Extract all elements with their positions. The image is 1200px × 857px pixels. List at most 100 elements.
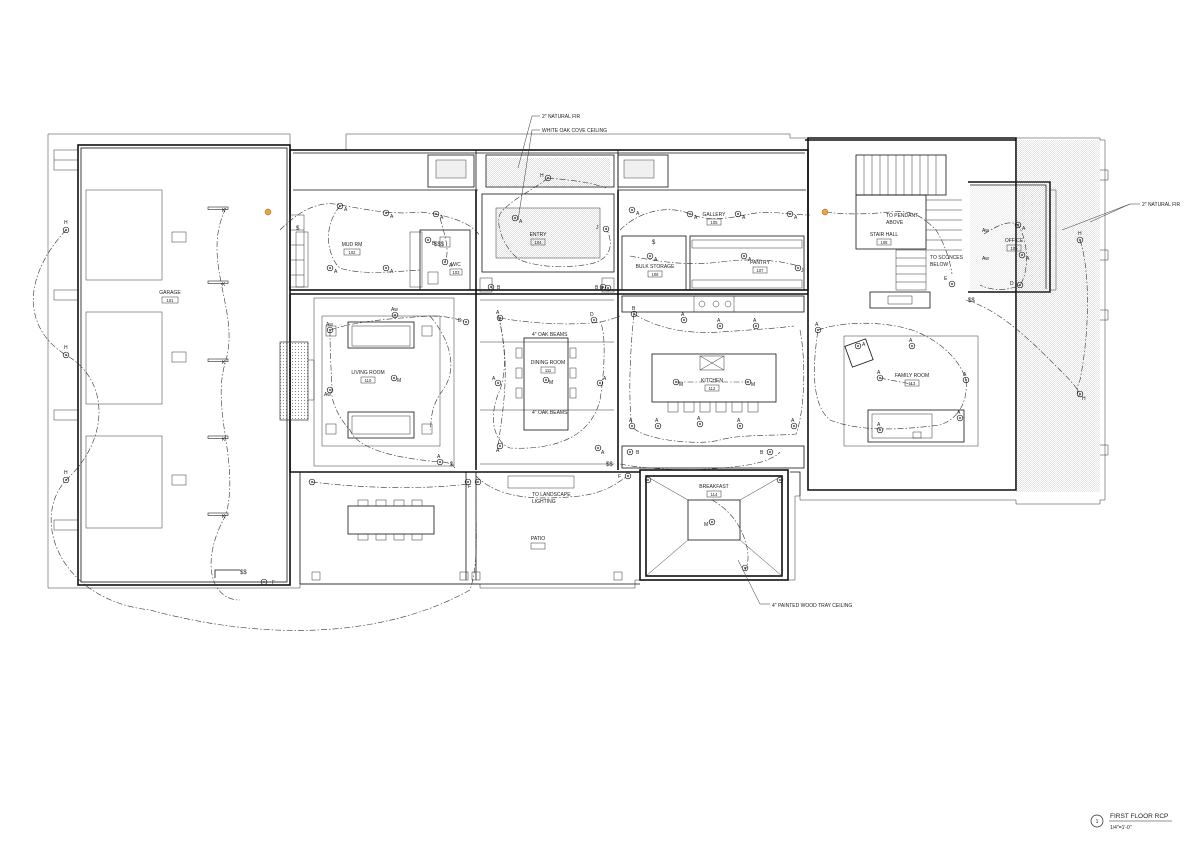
light-fixture: J bbox=[596, 225, 610, 233]
fixture-type-code: K bbox=[222, 208, 226, 214]
storage-rooms bbox=[621, 235, 805, 291]
fixture-type-code: M bbox=[751, 382, 755, 388]
light-fixture: H bbox=[62, 470, 70, 484]
fixture-type-code: A bbox=[437, 454, 441, 460]
light-fixture: A bbox=[441, 258, 453, 269]
fixture-type-code: B bbox=[497, 285, 501, 291]
room-tag-mudroom bbox=[343, 248, 361, 256]
light-fixture: A bbox=[646, 252, 658, 263]
room-num-kitchen: 112 bbox=[709, 386, 716, 391]
sheet-title-block: 1 FIRST FLOOR RCP 1/4"=1'-0" bbox=[1090, 813, 1172, 831]
switch-symbol: $$$ bbox=[434, 242, 445, 248]
light-fixture bbox=[474, 478, 482, 486]
room-label-living: LIVING ROOM bbox=[351, 370, 384, 376]
switch-symbol: $ bbox=[296, 226, 300, 232]
note-landscape-2: LIGHTING bbox=[532, 499, 556, 505]
fixture-type-code: A bbox=[742, 215, 746, 221]
fixture-type-code: A bbox=[815, 322, 819, 328]
room-label-kitchen: KITCHEN bbox=[701, 378, 723, 384]
fixture-type-code: A bbox=[877, 370, 881, 376]
light-fixture: A bbox=[336, 202, 348, 213]
light-fixture: D bbox=[590, 312, 598, 324]
light-fixture: E bbox=[944, 276, 956, 288]
fixture-type-code: A bbox=[449, 263, 453, 269]
room-tag-kitchen bbox=[704, 384, 720, 392]
light-fixture: A bbox=[696, 416, 704, 428]
room-label-bulk: BULK STORAGE bbox=[636, 264, 675, 270]
sheet-number-bubble bbox=[1090, 814, 1104, 828]
fixture-type-code: D bbox=[1010, 281, 1014, 287]
fixture-type-code: A bbox=[655, 418, 659, 424]
light-fixture: A bbox=[716, 318, 724, 330]
switch-symbol: $$ bbox=[968, 298, 975, 304]
note-sconces-1: TO SCONCES bbox=[930, 255, 964, 261]
strip-light bbox=[207, 512, 229, 516]
fixture-type-code: K bbox=[222, 514, 226, 520]
fixture-type-code: A bbox=[390, 214, 394, 220]
fixture-type-code: A bbox=[862, 342, 866, 348]
room-label-entry: ENTRY bbox=[530, 232, 548, 238]
mudroom-built-ins bbox=[295, 229, 471, 291]
light-fixture: A bbox=[496, 442, 504, 454]
switch-symbol: $$ bbox=[606, 462, 613, 468]
fixture-type-code: Aw bbox=[982, 256, 989, 262]
note-tray: 4" PAINTED WOOD TRAY CEILING bbox=[772, 603, 852, 609]
light-fixture: B bbox=[630, 306, 638, 318]
room-tag-dining bbox=[540, 366, 556, 374]
room-tag-garage bbox=[161, 296, 179, 304]
note-white-oak: WHITE OAK COVE CEILING bbox=[542, 128, 607, 134]
fixture-type-code: A bbox=[794, 215, 798, 221]
fixture-type-code: M bbox=[704, 522, 708, 528]
callout-leaders bbox=[517, 115, 1140, 605]
patio-furniture bbox=[311, 475, 623, 581]
light-fixture: A bbox=[786, 210, 798, 221]
room-num-pantry: 107 bbox=[757, 268, 765, 273]
light-fixture: A bbox=[876, 370, 884, 382]
light-fixture: M bbox=[672, 378, 683, 388]
light-fixture: A bbox=[734, 210, 746, 221]
fixture-type-code: H bbox=[64, 470, 68, 476]
fixture-type-code: A bbox=[957, 410, 961, 416]
smoke-detector-icon bbox=[821, 208, 829, 216]
fixture-type-code: B bbox=[632, 306, 636, 312]
room-label-office: OFFICE bbox=[1005, 238, 1024, 244]
light-fixture: Aw bbox=[391, 307, 398, 319]
fixture-type-code: A bbox=[877, 422, 881, 428]
fixture-type-code: A bbox=[334, 269, 338, 275]
room-label-stair: STAIR HALL bbox=[870, 232, 898, 238]
fixture-type-code: M bbox=[549, 380, 553, 386]
fixture-type-code: A bbox=[390, 269, 394, 275]
room-num-mudroom: 102 bbox=[349, 250, 357, 255]
fixture-type-code: Aw bbox=[324, 392, 331, 398]
fixture-type-code: M bbox=[397, 378, 401, 384]
room-num-entry: 104 bbox=[535, 240, 543, 245]
light-fixture: D bbox=[458, 318, 470, 326]
room-num-breakfast: 114 bbox=[711, 492, 718, 497]
room-tag-patio bbox=[530, 542, 546, 550]
light-fixture: Aw bbox=[326, 322, 333, 334]
light-fixture: A bbox=[596, 376, 607, 387]
light-fixture: A bbox=[790, 418, 798, 430]
light-fixture: B bbox=[626, 448, 640, 456]
light-fixture: A bbox=[752, 318, 760, 330]
room-num-garage: 101 bbox=[167, 298, 175, 303]
light-fixture: A bbox=[854, 342, 866, 350]
fixture-type-code: A bbox=[519, 219, 523, 225]
fixture-type-code: D bbox=[458, 318, 462, 324]
room-num-gallery: 105 bbox=[711, 220, 719, 225]
light-fixture: A bbox=[628, 418, 636, 430]
light-fixture: H bbox=[1076, 231, 1084, 244]
light-fixture: H bbox=[540, 173, 552, 182]
light-fixture: A bbox=[496, 310, 504, 322]
switch-symbol: $ bbox=[652, 240, 656, 246]
fixture-type-code: H bbox=[64, 345, 68, 351]
living-furniture bbox=[279, 297, 455, 467]
note-natural-fir-top: 2" NATURAL FIR bbox=[542, 114, 581, 120]
light-fixture: D bbox=[1010, 281, 1024, 289]
fixture-type-code: B bbox=[432, 241, 436, 247]
circuit-wiring bbox=[33, 177, 1088, 631]
room-num-bulk: 106 bbox=[652, 272, 660, 277]
light-fixture: Aw bbox=[324, 386, 334, 398]
note-pendant-1: TO PENDANT bbox=[886, 213, 918, 219]
fixture-type-code: A bbox=[440, 215, 444, 221]
